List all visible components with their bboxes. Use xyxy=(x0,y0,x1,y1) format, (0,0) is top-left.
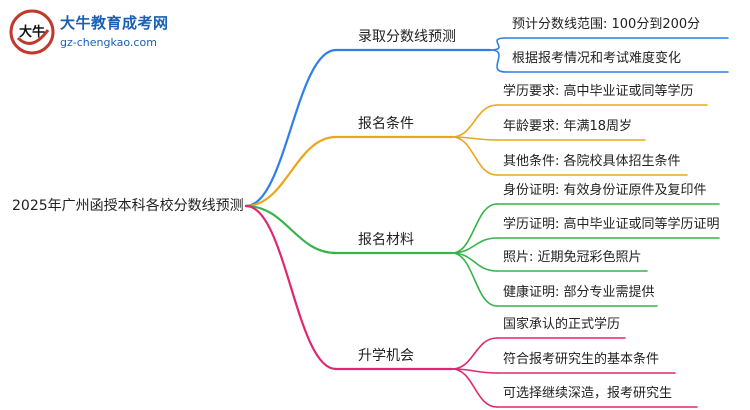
leaf-label: 年龄要求: 年满18周岁 xyxy=(503,119,633,134)
logo-title: 大牛教育成考网 xyxy=(60,14,169,32)
branch-to-leaf-connector xyxy=(451,368,498,408)
logo-mark-icon: 大牛 xyxy=(9,9,55,55)
branch-label: 报名条件 xyxy=(358,116,414,132)
logo-url: gz-chengkao.com xyxy=(60,36,157,49)
branch-to-leaf-connector xyxy=(451,337,498,370)
root-to-branch-connector xyxy=(244,204,338,255)
leaf-label: 符合报考研究生的基本条件 xyxy=(503,352,660,367)
branch-to-leaf-connector xyxy=(451,104,498,138)
root-to-branch-connector xyxy=(244,204,338,371)
root-to-branch-connector xyxy=(244,135,338,208)
site-logo[interactable]: 大牛 大牛教育成考网 gz-chengkao.com xyxy=(8,8,178,56)
leaf-label: 根据报考情况和考试难度变化 xyxy=(512,51,682,66)
branch-label: 报名材料 xyxy=(358,232,414,248)
leaf-label: 健康证明: 部分专业需提供 xyxy=(503,285,655,300)
leaf-label: 其他条件: 各院校具体招生条件 xyxy=(503,154,681,169)
mindmap-root: 2025年广州函授本科各校分数线预测 xyxy=(12,198,244,214)
branch-to-leaf-connector xyxy=(451,136,498,176)
leaf-label: 学历证明: 高中毕业证或同等学历证明 xyxy=(503,217,720,232)
svg-text:大牛: 大牛 xyxy=(19,24,45,40)
branch-label: 录取分数线预测 xyxy=(358,29,456,45)
leaf-label: 可选择继续深造，报考研究生 xyxy=(503,386,673,401)
leaf-label: 学历要求: 高中毕业证或同等学历 xyxy=(503,84,694,99)
branch-to-leaf-connector xyxy=(489,49,507,73)
leaf-label: 照片: 近期免冠彩色照片 xyxy=(503,250,642,265)
leaf-label: 身份证明: 有效身份证原件及复印件 xyxy=(503,183,707,198)
branch-to-leaf-connector xyxy=(451,203,498,254)
leaf-label: 预计分数线范围: 100分到200分 xyxy=(512,17,701,32)
leaf-label: 国家承认的正式学历 xyxy=(503,317,621,332)
branch-to-leaf-connector xyxy=(489,37,507,51)
branch-to-leaf-connector xyxy=(451,252,498,307)
branch-label: 升学机会 xyxy=(358,348,414,364)
root-to-branch-connector xyxy=(244,48,338,208)
